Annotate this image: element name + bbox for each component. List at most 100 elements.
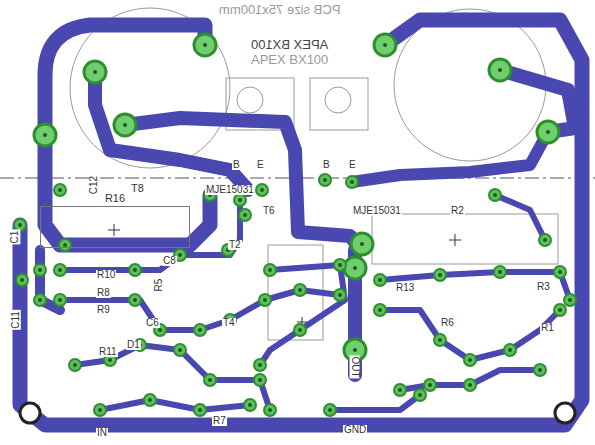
drill-hole <box>438 273 442 277</box>
solder-pad <box>69 359 81 371</box>
drill-hole <box>38 298 42 302</box>
solder-pad <box>144 394 156 406</box>
drill-hole <box>353 266 357 270</box>
solder-pad <box>294 324 306 336</box>
drill-hole <box>248 403 252 407</box>
part-name: R16 <box>104 192 126 204</box>
drill-hole <box>543 238 547 242</box>
silkscreen-label: PCB size 75x100mm <box>218 3 341 16</box>
solder-pad <box>59 239 71 251</box>
drill-hole <box>108 358 112 362</box>
solder-pad <box>394 384 406 396</box>
drill-hole <box>558 308 562 312</box>
solder-pad <box>424 379 436 391</box>
drill-hole <box>558 270 562 274</box>
silkscreen-label: R1 <box>540 323 555 333</box>
resistor-outline: R16 <box>40 206 190 248</box>
silkscreen-label: C8 <box>162 256 177 266</box>
silkscreen-label: R8 <box>96 288 111 298</box>
drill-hole <box>398 388 402 392</box>
solder-pad <box>346 176 358 188</box>
solder-pad <box>84 61 106 83</box>
solder-pad <box>434 269 446 281</box>
solder-pad <box>374 274 386 286</box>
silkscreen-label: D1 <box>126 340 141 350</box>
copper-traces <box>20 20 582 425</box>
solder-pad <box>259 294 271 306</box>
solder-pad <box>129 264 141 276</box>
silkscreen-label: C12 <box>89 175 99 195</box>
solder-pad <box>334 289 346 301</box>
drill-hole <box>350 180 354 184</box>
silkscreen-label: B <box>322 160 331 170</box>
silkscreen-label: MJE15031 <box>205 185 255 195</box>
drill-hole <box>498 68 502 72</box>
silkscreen-label: MJE15031 <box>352 206 402 216</box>
silkscreen-label: E <box>348 160 357 170</box>
solder-pad <box>114 114 136 136</box>
silkscreen-label: APEX BX100 <box>250 38 329 51</box>
solder-pad <box>254 359 266 371</box>
solder-pad <box>374 304 386 316</box>
drill-hole <box>428 383 432 387</box>
silkscreen-label: T2 <box>228 240 242 250</box>
drill-hole <box>298 328 302 332</box>
solder-pad <box>464 354 476 366</box>
drill-hole <box>43 133 47 137</box>
solder-pad <box>16 274 28 286</box>
silkscreen <box>0 8 595 340</box>
drill-hole <box>438 338 442 342</box>
solder-pad <box>264 404 276 416</box>
drill-hole <box>133 298 137 302</box>
solder-pad <box>204 374 216 386</box>
solder-pad <box>294 284 306 296</box>
solder-pad <box>54 294 66 306</box>
drill-hole <box>323 178 327 182</box>
drill-hole <box>268 268 272 272</box>
drill-hole <box>353 348 357 352</box>
drill-hole <box>98 408 102 412</box>
solder-pad <box>464 379 476 391</box>
drill-hole <box>73 363 77 367</box>
drill-hole <box>38 268 42 272</box>
drill-hole <box>18 223 22 227</box>
solder-pad <box>239 209 251 221</box>
silkscreen-label: R13 <box>395 283 415 293</box>
drill-hole <box>63 243 67 247</box>
silkscreen-label: T6 <box>262 206 276 216</box>
drill-hole <box>298 288 302 292</box>
drill-hole <box>418 393 422 397</box>
silkscreen-label: R11 <box>98 347 118 357</box>
drill-hole <box>93 70 97 74</box>
solder-pad <box>534 364 546 376</box>
drill-hole <box>198 328 202 332</box>
drill-hole <box>258 378 262 382</box>
drill-hole <box>260 188 264 192</box>
drill-hole <box>178 253 182 257</box>
solder-pad <box>334 259 346 271</box>
solder-pad <box>489 59 511 81</box>
drill-hole <box>123 123 127 127</box>
solder-pad <box>254 374 266 386</box>
drill-hole <box>238 198 242 202</box>
mounting-holes <box>20 403 575 423</box>
silkscreen-label: GND <box>343 425 367 435</box>
silkscreen-label: C6 <box>145 318 160 328</box>
drill-hole <box>328 408 332 412</box>
drill-hole <box>378 278 382 282</box>
solder-pad <box>34 294 46 306</box>
silkscreen-label: IN <box>96 428 108 438</box>
solder-pad <box>324 404 336 416</box>
silkscreen-label: R9 <box>96 305 111 315</box>
solder-pad <box>537 121 559 143</box>
solder-pad <box>554 304 566 316</box>
solder-pad <box>194 324 206 336</box>
silkscreen-label: E <box>256 160 265 170</box>
solder-pad <box>94 404 106 416</box>
silkscreen-label: C1 <box>10 230 20 245</box>
solder-pad <box>54 264 66 276</box>
solder-pad <box>34 124 56 146</box>
silkscreen-label: R2 <box>450 206 465 216</box>
